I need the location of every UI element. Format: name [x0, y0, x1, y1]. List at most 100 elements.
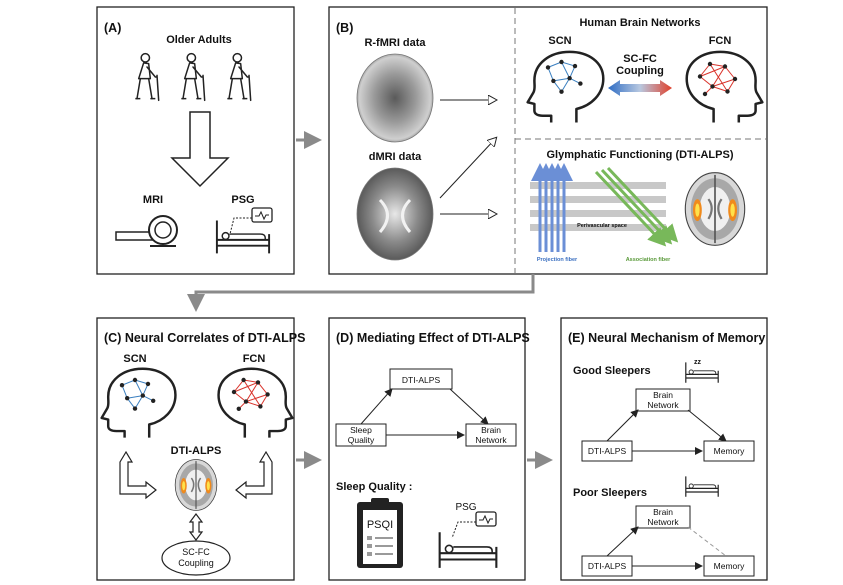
- association-fiber-label: Association fiber: [626, 257, 671, 263]
- good-dti-alps-label: DTI-ALPS: [588, 446, 627, 456]
- network-edge: [547, 61, 562, 68]
- network-node: [551, 78, 556, 84]
- poor-path-a-arrow: [606, 526, 639, 557]
- alps-brain-image: [684, 171, 746, 247]
- good-sleepers-label: Good Sleepers: [573, 365, 651, 377]
- network-edge: [561, 61, 571, 79]
- glymphatic-title: Glymphatic Functioning (DTI-ALPS): [547, 149, 734, 161]
- network-node: [697, 74, 703, 79]
- network-node: [140, 393, 145, 398]
- network-node: [243, 399, 249, 404]
- network-edge: [134, 379, 149, 385]
- fcn-network-graph: [697, 61, 738, 97]
- network-node: [578, 81, 583, 86]
- psg-device-icon: [229, 207, 273, 235]
- network-edge: [712, 86, 728, 92]
- panel-c-fcn-graph: [231, 377, 270, 411]
- panel-c-coupling-line2: Coupling: [178, 558, 214, 568]
- network-node: [732, 76, 738, 82]
- network-edge: [259, 394, 269, 407]
- sleep-quality-line1: Sleep: [350, 425, 372, 435]
- good-path-a-arrow: [606, 409, 639, 442]
- vertical-double-arrow-icon: [188, 513, 204, 541]
- network-edge: [233, 379, 244, 393]
- poor-brain-line1: Brain: [653, 507, 673, 517]
- network-edge: [121, 379, 136, 386]
- network-node: [236, 406, 241, 411]
- mri-label: MRI: [143, 194, 163, 206]
- network-node: [241, 377, 246, 383]
- dmri-brain-image: [356, 167, 434, 261]
- mri-scanner-icon: [115, 215, 178, 247]
- perivascular-label: Perivascular space: [577, 223, 627, 229]
- network-edge: [709, 63, 726, 67]
- network-node: [725, 89, 730, 94]
- network-node: [545, 65, 551, 70]
- network-edge: [699, 63, 711, 77]
- network-node: [125, 396, 130, 401]
- clipboard-icon: [357, 498, 403, 568]
- panel-d-title: (D) Mediating Effect of DTI-ALPS: [336, 331, 530, 345]
- good-path-b-arrow: [687, 409, 727, 442]
- network-node: [707, 61, 713, 67]
- panel-d-psg-device-icon: [451, 511, 497, 539]
- fcn-label: FCN: [709, 35, 732, 47]
- network-edge: [553, 77, 570, 82]
- sleep-quality-heading: Sleep Quality :: [336, 481, 412, 493]
- network-edge: [712, 78, 736, 87]
- poor-memory-label: Memory: [714, 561, 745, 571]
- network-edge: [134, 379, 144, 396]
- network-edge: [233, 381, 259, 393]
- network-edge: [712, 66, 726, 87]
- dmri-label: dMRI data: [369, 151, 422, 163]
- network-node: [231, 389, 237, 395]
- poor-memory-box: [703, 555, 755, 577]
- panel-c-coupling-line1: SC-FC: [182, 547, 210, 557]
- network-edge: [243, 379, 261, 407]
- network-edge: [709, 63, 728, 92]
- coupling-double-arrow-icon: [608, 80, 672, 96]
- rfmri-label: R-fMRI data: [364, 37, 426, 49]
- panel-c-alps-brain-image: [174, 458, 218, 512]
- network-node: [559, 59, 564, 65]
- network-edge: [727, 78, 736, 92]
- network-node: [572, 63, 578, 69]
- network-node: [265, 392, 270, 397]
- good-memory-box: [703, 440, 755, 462]
- path-b-arrow: [449, 388, 489, 425]
- panel-b-label: (B): [336, 21, 353, 35]
- dmri-to-networks-arrow: [439, 138, 496, 199]
- network-edge: [233, 391, 247, 402]
- network-node: [119, 383, 125, 388]
- panel-d-psg-label: PSG: [455, 502, 476, 513]
- network-node: [255, 380, 261, 385]
- poor-sleepers-label: Poor Sleepers: [573, 487, 647, 499]
- network-edge: [569, 65, 576, 79]
- network-node: [132, 377, 138, 383]
- panel-e-title: (E) Neural Mechanism of Memory: [568, 331, 765, 345]
- rfmri-brain-image: [356, 53, 434, 143]
- network-node: [559, 89, 564, 94]
- panel-c-dti-alps-label: DTI-ALPS: [171, 445, 222, 457]
- scn-label: SCN: [548, 35, 571, 47]
- mediator-label: DTI-ALPS: [402, 375, 441, 385]
- network-edge: [245, 393, 268, 403]
- poor-dti-alps-label: DTI-ALPS: [588, 561, 627, 571]
- panel-c-scn-graph: [119, 377, 156, 411]
- network-edge: [561, 61, 576, 67]
- psqi-label: PSQI: [367, 519, 393, 531]
- left-bent-arrow-icon: [119, 450, 157, 500]
- brain-network-line1: Brain: [481, 425, 501, 435]
- coupling-line1: SC-FC: [623, 53, 657, 65]
- older-adults-title: Older Adults: [166, 34, 232, 46]
- good-brain-line1: Brain: [653, 390, 673, 400]
- poor-path-b-dashed: [687, 526, 727, 557]
- network-node: [132, 406, 138, 411]
- scn-network-graph: [545, 59, 583, 94]
- network-node: [567, 76, 572, 81]
- network-edge: [243, 379, 259, 383]
- flow-arrow-b-to-c: [187, 274, 535, 312]
- network-node: [722, 64, 728, 69]
- network-edge: [127, 395, 143, 399]
